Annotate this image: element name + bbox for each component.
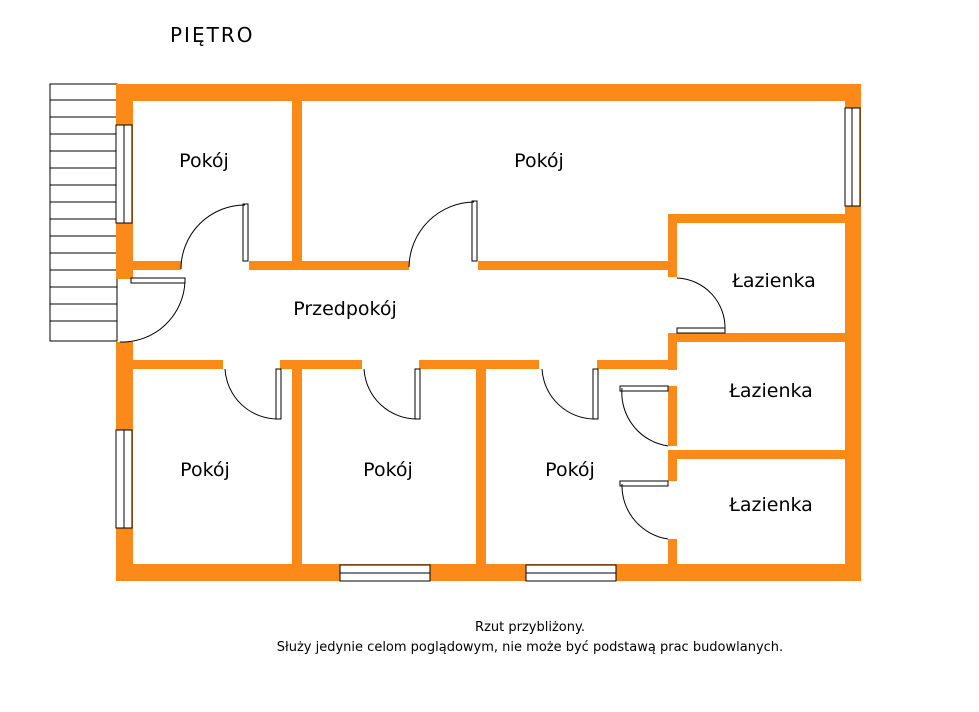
interior-walls <box>133 100 845 569</box>
floor-title: PIĘTRO <box>170 23 254 47</box>
room-label: Przedpokój <box>293 298 397 320</box>
room-label: Pokój <box>179 150 229 172</box>
staircase <box>49 83 118 342</box>
disclaimer-line-2: Służy jedynie celom poglądowym, nie może… <box>276 640 784 655</box>
windows <box>115 107 861 582</box>
room-label: Łazienka <box>728 494 813 516</box>
disclaimer-line-1: Rzut przybliżony. <box>475 620 585 635</box>
room-label: Pokój <box>545 459 595 481</box>
room-label: Pokój <box>363 459 413 481</box>
room-label: Łazienka <box>728 380 813 402</box>
room-label: Pokój <box>180 459 230 481</box>
doors <box>119 200 726 540</box>
room-label: Pokój <box>514 150 564 172</box>
room-label: Łazienka <box>731 270 816 292</box>
